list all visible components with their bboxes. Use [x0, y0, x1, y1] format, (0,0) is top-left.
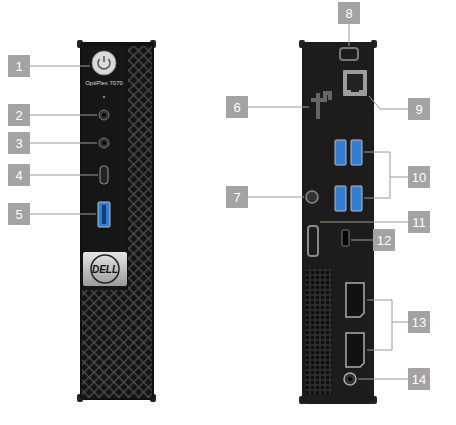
indicator — [103, 96, 105, 98]
callout-number: 11 — [408, 211, 430, 233]
leader-line — [30, 143, 97, 144]
leader-line — [320, 222, 408, 223]
callout-number: 4 — [8, 164, 30, 186]
leader-line — [349, 24, 350, 46]
antenna-connector — [311, 93, 330, 119]
logo-plate — [83, 252, 127, 286]
usb-a-port — [102, 205, 106, 224]
callout-number: 8 — [338, 2, 360, 24]
padlock-ring — [308, 226, 318, 256]
callout-number: 7 — [226, 186, 248, 208]
leader-line — [369, 96, 408, 109]
callout-number: 12 — [373, 229, 395, 251]
back-housing — [302, 42, 374, 404]
callout-number: 14 — [408, 368, 430, 390]
security-slot — [342, 230, 349, 246]
power-jack — [348, 377, 352, 381]
callout-number: 10 — [408, 166, 430, 188]
leader-line — [351, 240, 373, 241]
thumbscrew — [306, 191, 318, 203]
bracket — [364, 152, 408, 198]
callout-number: 1 — [8, 55, 30, 77]
displayport — [346, 333, 364, 367]
leader-line — [248, 197, 304, 198]
usb-port — [335, 186, 346, 211]
audio-jack — [102, 141, 106, 145]
leader-line — [358, 379, 408, 380]
logo-text: DELL — [92, 264, 118, 275]
usb-port — [351, 186, 362, 211]
callout-number: 9 — [408, 98, 430, 120]
leader-line — [248, 107, 309, 108]
displayport — [346, 283, 364, 317]
callout-number: 6 — [226, 96, 248, 118]
callout-number: 2 — [8, 104, 30, 126]
handle-loop — [340, 48, 358, 60]
ethernet-port — [351, 88, 359, 92]
audio-jack — [99, 110, 109, 120]
leader-lines — [30, 24, 408, 379]
front-grille — [128, 46, 152, 290]
logo-ring — [91, 255, 119, 283]
audio-jack — [102, 113, 106, 117]
audio-jack — [99, 138, 109, 148]
vent — [306, 268, 332, 394]
leader-line — [30, 115, 97, 116]
callout-number: 3 — [8, 132, 30, 154]
front-view — [77, 40, 156, 402]
leader-line — [30, 175, 98, 176]
usb-a-port — [98, 202, 110, 227]
usb-c-port — [100, 166, 108, 184]
usb-port — [335, 140, 346, 165]
power-button — [92, 51, 116, 75]
usb-port — [351, 140, 362, 165]
power-icon — [98, 56, 110, 69]
power-jack — [344, 373, 356, 385]
front-housing — [80, 42, 154, 400]
bracket — [367, 300, 408, 350]
leader-line — [30, 66, 90, 67]
leader-line — [30, 214, 96, 215]
ethernet-port — [347, 74, 363, 90]
front-panel — [82, 46, 127, 290]
callout-number: 5 — [8, 203, 30, 225]
model-name: OptiPlex 7070 — [85, 80, 123, 86]
callout-number: 13 — [408, 311, 430, 333]
front-grille — [82, 290, 152, 398]
ethernet-port — [343, 70, 367, 96]
